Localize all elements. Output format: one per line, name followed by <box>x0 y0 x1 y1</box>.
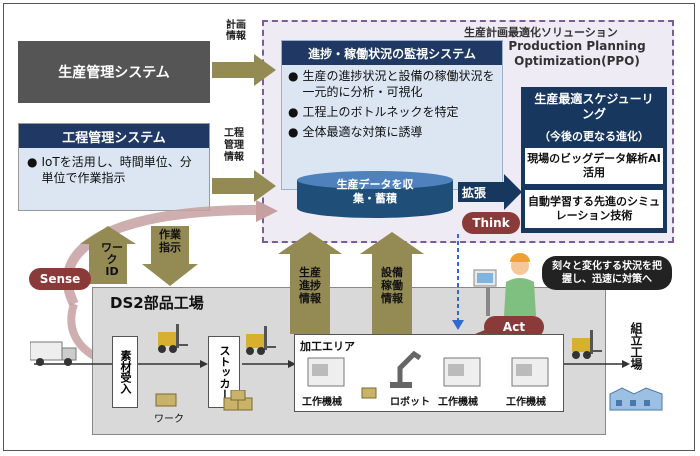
instruction-arrow <box>142 226 198 286</box>
koutei-kanri-box: 工程管理システム ● IoTを活用し、時間単位、分単位で作業指示 <box>18 123 210 211</box>
koutei-kanri-title: 工程管理システム <box>19 124 209 148</box>
flow-head-1 <box>200 360 208 368</box>
act-badge: Act <box>484 316 544 338</box>
equipment-label: 設備稼働情報 <box>381 266 403 305</box>
bullet-dot: ● <box>288 105 299 119</box>
monitor-bullet-3: ● 全体最適な対策に誘導 <box>288 124 500 140</box>
database-label: 生産データを収集・蓄積 <box>336 178 414 205</box>
monitor-title: 進捗・稼働状況の監視システム <box>282 41 502 65</box>
act-label: Act <box>502 320 526 334</box>
machine-icon-2 <box>443 357 481 387</box>
sense-label: Sense <box>39 272 81 286</box>
think-label: Think <box>472 216 510 230</box>
robot-workpiece-icon <box>361 387 377 399</box>
scheduling-item-1-text: 現場のビッグデータ解析AI活用 <box>527 152 661 179</box>
expand-arrow <box>458 174 522 210</box>
monitor-bullet-1-text: 生産の進捗状況と設備の稼働状況を一元的に分析・可視化 <box>302 69 495 99</box>
worker-icon <box>473 253 536 316</box>
think-dashed-head <box>452 320 464 330</box>
machining-area-label: 加工エリア <box>300 340 355 353</box>
monitor-bullet-2: ● 工程上のボトルネックを特定 <box>288 104 500 120</box>
ppo-label-jp: 生産計画最適化ソリューション <box>464 26 618 39</box>
diagram-frame: 生産計画最適化ソリューション Production Planning Optim… <box>3 3 695 451</box>
monitor-bullet-1: ● 生産の進捗状況と設備の稼働状況を一元的に分析・可視化 <box>288 68 500 100</box>
work-id-arrow <box>80 226 136 284</box>
work-id-label: ワークID <box>101 241 123 278</box>
flow-head-2 <box>288 360 296 368</box>
monitor-bullet-2-text: 工程上のボトルネックを特定 <box>302 105 459 119</box>
bullet-dot: ● <box>288 125 299 139</box>
truck-icon <box>30 341 77 366</box>
koutei-kanri-bullet-text: IoTを活用し、時間単位、分単位で作業指示 <box>41 155 192 185</box>
koutei-kanri-title-text: 工程管理システム <box>62 130 166 146</box>
work-label: ワーク <box>154 414 184 425</box>
receive-box: 素材受入 <box>112 336 138 408</box>
monitor-bullets: ● 生産の進捗状況と設備の稼働状況を一元的に分析・可視化 ● 工程上のボトルネッ… <box>288 68 500 140</box>
expand-label: 拡張 <box>462 186 487 200</box>
forklift-icon-2 <box>246 326 276 355</box>
forklift-icon-3 <box>572 330 602 359</box>
machine-label-2: 工作機械 <box>438 397 478 408</box>
machine-icon-1 <box>307 357 345 387</box>
scheduling-title: 生産最適スケジューリング <box>534 92 654 121</box>
instruction-label: 作業指示 <box>159 228 181 254</box>
monitor-bullet-3-text: 全体最適な対策に誘導 <box>302 125 423 139</box>
workpiece-icon <box>155 393 177 407</box>
seisan-kanri-label: 生産管理システム <box>58 65 170 81</box>
think-badge: Think <box>462 212 520 234</box>
flow-head-out <box>622 360 630 368</box>
scheduling-subtitle: （今後の更なる進化） <box>539 130 649 143</box>
seisan-kanri-box: 生産管理システム <box>18 41 210 103</box>
assembly-building-icon <box>609 387 663 411</box>
equipment-arrow <box>360 232 424 334</box>
machine-label-1: 工作機械 <box>302 397 342 408</box>
koutei-kanri-bullet: ● IoTを活用し、時間単位、分単位で作業指示 <box>19 148 209 192</box>
stock-boxes-icon <box>223 390 253 411</box>
koutei-label: 工程管理情報 <box>224 128 244 163</box>
database-icon <box>297 171 453 218</box>
factory-title: DS2部品工場 <box>110 294 204 312</box>
speech-bubble-text: 刻々と変化する状況を把握し、迅速に対策へ <box>552 261 662 285</box>
speech-bubble: 刻々と変化する状況を把握し、迅速に対策へ <box>542 256 672 290</box>
ppo-label-en: Production Planning Optimization(PPO) <box>508 39 646 68</box>
progress-label: 生産進捗情報 <box>299 266 321 305</box>
bullet-dot: ● <box>27 155 38 169</box>
progress-arrow <box>278 232 342 334</box>
monitor-title-text: 進捗・稼働状況の監視システム <box>308 46 476 61</box>
machine-icon-3 <box>511 357 549 387</box>
stocker-label: ストッカー <box>218 344 231 400</box>
koutei-arrow <box>212 170 276 202</box>
sense-curve-head <box>256 200 278 222</box>
keikaku-arrow <box>212 54 276 86</box>
assembly-label: 組立工場 <box>629 322 643 370</box>
keikaku-label: 計画情報 <box>226 20 246 42</box>
forklift-icon <box>158 324 188 353</box>
sense-badge: Sense <box>29 268 91 290</box>
scheduling-item-1: 現場のビッグデータ解析AI活用 <box>525 148 663 184</box>
machine-label-3: 工作機械 <box>506 397 546 408</box>
monitor-box: 進捗・稼働状況の監視システム <box>281 40 503 190</box>
robot-icon <box>390 350 422 388</box>
robot-label: ロボット <box>390 397 430 408</box>
bullet-dot: ● <box>288 69 299 83</box>
scheduling-item-2: 自動学習する先進のシミュレーション技術 <box>525 190 663 228</box>
scheduling-item-2-text: 自動学習する先進のシミュレーション技術 <box>528 195 660 222</box>
receive-label: 素材受入 <box>119 350 132 394</box>
